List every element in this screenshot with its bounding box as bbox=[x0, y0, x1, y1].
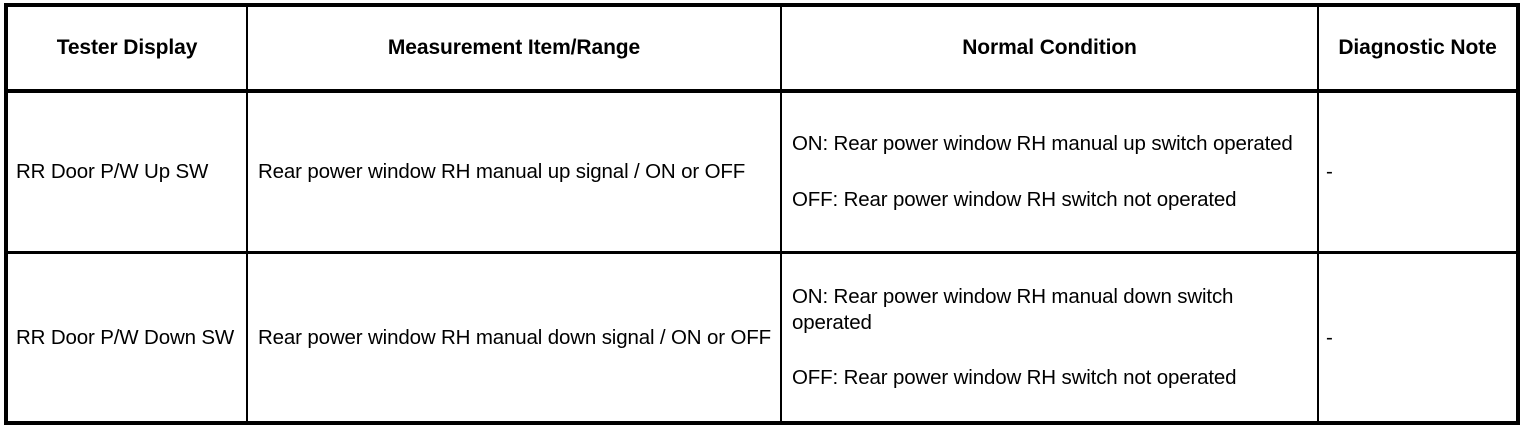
table-row: RR Door P/W Down SW Rear power window RH… bbox=[6, 251, 1518, 423]
column-header-measurement-item-range: Measurement Item/Range bbox=[247, 5, 782, 93]
tester-display-spec-table: Tester Display Measurement Item/Range No… bbox=[4, 3, 1520, 425]
column-header-normal-condition: Normal Condition bbox=[781, 5, 1319, 93]
table-header-row: Tester Display Measurement Item/Range No… bbox=[6, 5, 1518, 93]
condition-spacer bbox=[792, 157, 1311, 187]
cell-tester-display: RR Door P/W Down SW bbox=[6, 251, 248, 423]
table-row: RR Door P/W Up SW Rear power window RH m… bbox=[6, 91, 1518, 253]
cell-diagnostic-note: - bbox=[1318, 251, 1518, 423]
table-header: Tester Display Measurement Item/Range No… bbox=[6, 5, 1518, 93]
cell-normal-condition: ON: Rear power window RH manual down swi… bbox=[781, 251, 1319, 423]
spec-table-container: Tester Display Measurement Item/Range No… bbox=[4, 3, 1520, 425]
condition-spacer bbox=[792, 335, 1311, 365]
normal-condition-on-line: ON: Rear power window RH manual down swi… bbox=[792, 284, 1234, 334]
cell-diagnostic-note: - bbox=[1326, 160, 1333, 184]
cell-measurement-item-range: Rear power window RH manual down signal … bbox=[247, 251, 782, 423]
cell-tester-display: RR Door P/W Up SW bbox=[6, 91, 248, 253]
column-header-diagnostic-note: Diagnostic Note bbox=[1318, 5, 1518, 93]
normal-condition-off-line: OFF: Rear power window RH switch not ope… bbox=[792, 366, 1237, 390]
table-body: RR Door P/W Up SW Rear power window RH m… bbox=[6, 91, 1518, 423]
normal-condition-on-line: ON: Rear power window RH manual up switc… bbox=[792, 132, 1293, 156]
normal-condition-off-line: OFF: Rear power window RH switch not ope… bbox=[792, 188, 1237, 211]
column-header-tester-display: Tester Display bbox=[6, 5, 248, 93]
cell-normal-condition: ON: Rear power window RH manual up switc… bbox=[781, 91, 1319, 253]
cell-measurement-item-range: Rear power window RH manual up signal / … bbox=[247, 91, 782, 253]
